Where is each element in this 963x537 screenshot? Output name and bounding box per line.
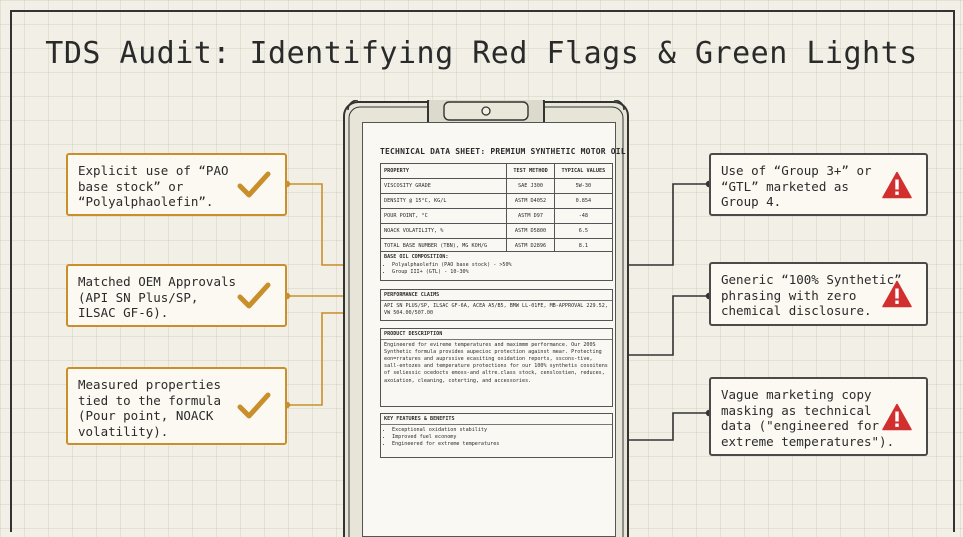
table-row: NOACK VOLATILITY, % ASTM D5800 6.5 [379,223,614,239]
table-row: DENSITY @ 15°C, KG/L ASTM D4052 0.854 [379,193,614,209]
list-item: Exceptional oxidation stability [392,427,609,434]
sheet-title: TECHNICAL DATA SHEET: PREMIUM SYNTHETIC … [380,147,626,156]
table-header-row: PROPERTY TEST METHOD TYPICAL VALUES [379,163,614,179]
base-oil-heading: BASE OIL COMPOSITION: [384,254,449,260]
list-item: Group III+ (GTL) - 10-30% [392,269,609,276]
table-cell: SAE J300 [506,178,555,194]
card-text: Explicit use of “PAO base stock” or “Pol… [78,163,229,209]
red-flag-card-synthetic: Generic “100% Synthetic” phrasing with z… [709,262,928,326]
table-cell: ASTM D4052 [506,193,555,209]
table-header: PROPERTY [379,163,508,179]
list-item: Engineered for extreme temperatures [392,441,609,448]
description-text: Engineered for evireme temperatures and … [384,342,608,384]
description-section: PRODUCT DESCRIPTION Engineered for evire… [380,328,613,407]
table-cell: POUR POINT, °C [379,208,508,224]
green-light-card-pao: Explicit use of “PAO base stock” or “Pol… [66,153,287,216]
description-heading: PRODUCT DESCRIPTION [381,331,612,341]
warning-icon [882,403,912,430]
table-cell: 5W-30 [553,178,614,194]
connector-right-2 [622,295,709,356]
table-cell: 0.854 [553,193,614,209]
check-icon [237,282,271,308]
table-row: POUR POINT, °C ASTM D97 -48 [379,208,614,224]
warning-icon [882,171,912,198]
check-icon [237,171,271,197]
table-header: TEST METHOD [506,163,555,179]
table-cell: -48 [553,208,614,224]
list-item: Polyalphaolefin (PAO base stock) - >50% [392,262,609,269]
card-text: Vague marketing copy masking as technica… [721,387,895,449]
table-cell: ASTM D5800 [506,223,555,239]
card-text: Measured properties tied to the formula … [78,377,221,439]
table-cell: 6.5 [553,223,614,239]
table-cell: NOACK VOLATILITY, % [379,223,508,239]
warning-icon [882,280,912,308]
green-light-card-oem: Matched OEM Approvals (API SN Plus/SP, I… [66,264,287,327]
performance-section: PERFORMANCE CLAIMS API SN PLUS/SP, ILSAC… [380,289,613,321]
table-cell: DENSITY @ 15°C, KG/L [379,193,508,209]
performance-text: API SN PLUS/SP, ILSAC GF-6A, ACEA A5/B5,… [384,303,608,317]
card-text: Matched OEM Approvals (API SN Plus/SP, I… [78,274,237,320]
card-text: Generic “100% Synthetic” phrasing with z… [721,272,902,318]
properties-table: PROPERTY TEST METHOD TYPICAL VALUES VISC… [379,163,614,254]
canvas-frame [10,10,955,532]
features-heading: KEY FEATURES & BENEFITS [381,416,612,426]
base-oil-section: BASE OIL COMPOSITION: Polyalphaolefin (P… [380,251,613,281]
page-title: TDS Audit: Identifying Red Flags & Green… [45,36,918,71]
red-flag-card-gtl: Use of “Group 3+” or “GTL” marketed as G… [709,153,928,216]
table-header: TYPICAL VALUES [553,163,614,179]
performance-heading: PERFORMANCE CLAIMS [381,292,612,302]
check-icon [237,392,271,419]
features-section: KEY FEATURES & BENEFITS Exceptional oxid… [380,413,613,458]
green-light-card-properties: Measured properties tied to the formula … [66,367,287,445]
card-text: Use of “Group 3+” or “GTL” marketed as G… [721,163,872,209]
table-cell: VISCOSITY GRADE [379,178,508,194]
red-flag-card-marketing: Vague marketing copy masking as technica… [709,377,928,456]
table-cell: ASTM D97 [506,208,555,224]
table-row: VISCOSITY GRADE SAE J300 5W-30 [379,178,614,194]
list-item: Improved fuel economy [392,434,609,441]
